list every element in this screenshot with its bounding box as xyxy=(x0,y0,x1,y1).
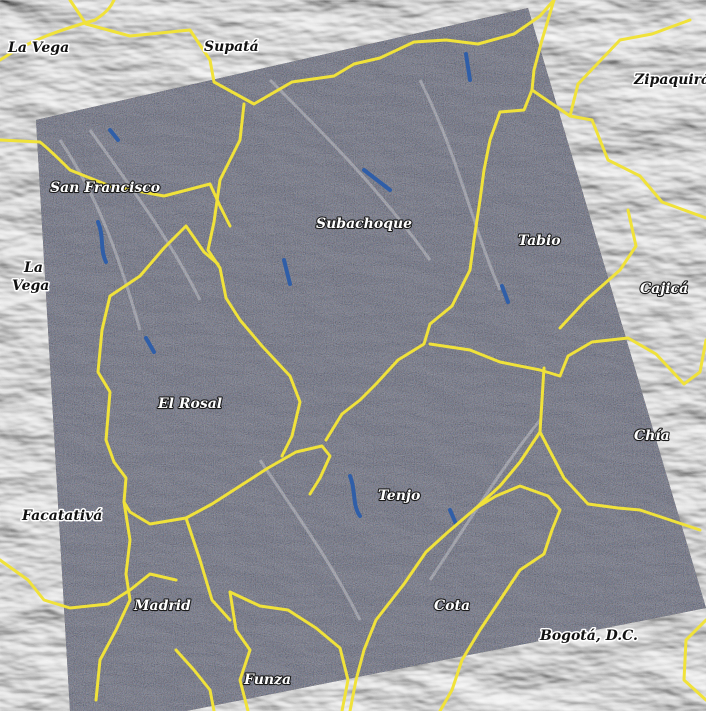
label-facatativa: Facatativá xyxy=(21,508,102,524)
label-funza: Funza xyxy=(243,672,291,688)
ridge-lines xyxy=(58,78,542,621)
label-chia: Chía xyxy=(634,428,670,444)
water-bodies xyxy=(96,52,638,526)
label-madrid: Madrid xyxy=(133,598,191,614)
label-bogota: Bogotá, D.C. xyxy=(539,628,638,644)
label-cota: Cota xyxy=(434,598,470,614)
label-san-francisco: San Francisco xyxy=(50,180,160,196)
label-subachoque: Subachoque xyxy=(316,216,412,232)
label-tabio: Tabio xyxy=(518,233,561,249)
label-el-rosal: El Rosal xyxy=(157,396,222,412)
label-tenjo: Tenjo xyxy=(378,488,420,504)
label-zipaquira: Zipaquirá xyxy=(633,72,706,88)
label-la-vega-top: La Vega xyxy=(7,40,69,56)
label-supata: Supatá xyxy=(204,39,259,55)
place-labels: La Vega Supatá Zipaquirá San Francisco S… xyxy=(6,38,706,690)
label-la-vega-left-line1: La xyxy=(23,260,43,276)
label-la-vega-left-line2: Vega xyxy=(12,278,49,294)
label-cajica: Cajicá xyxy=(640,281,688,297)
